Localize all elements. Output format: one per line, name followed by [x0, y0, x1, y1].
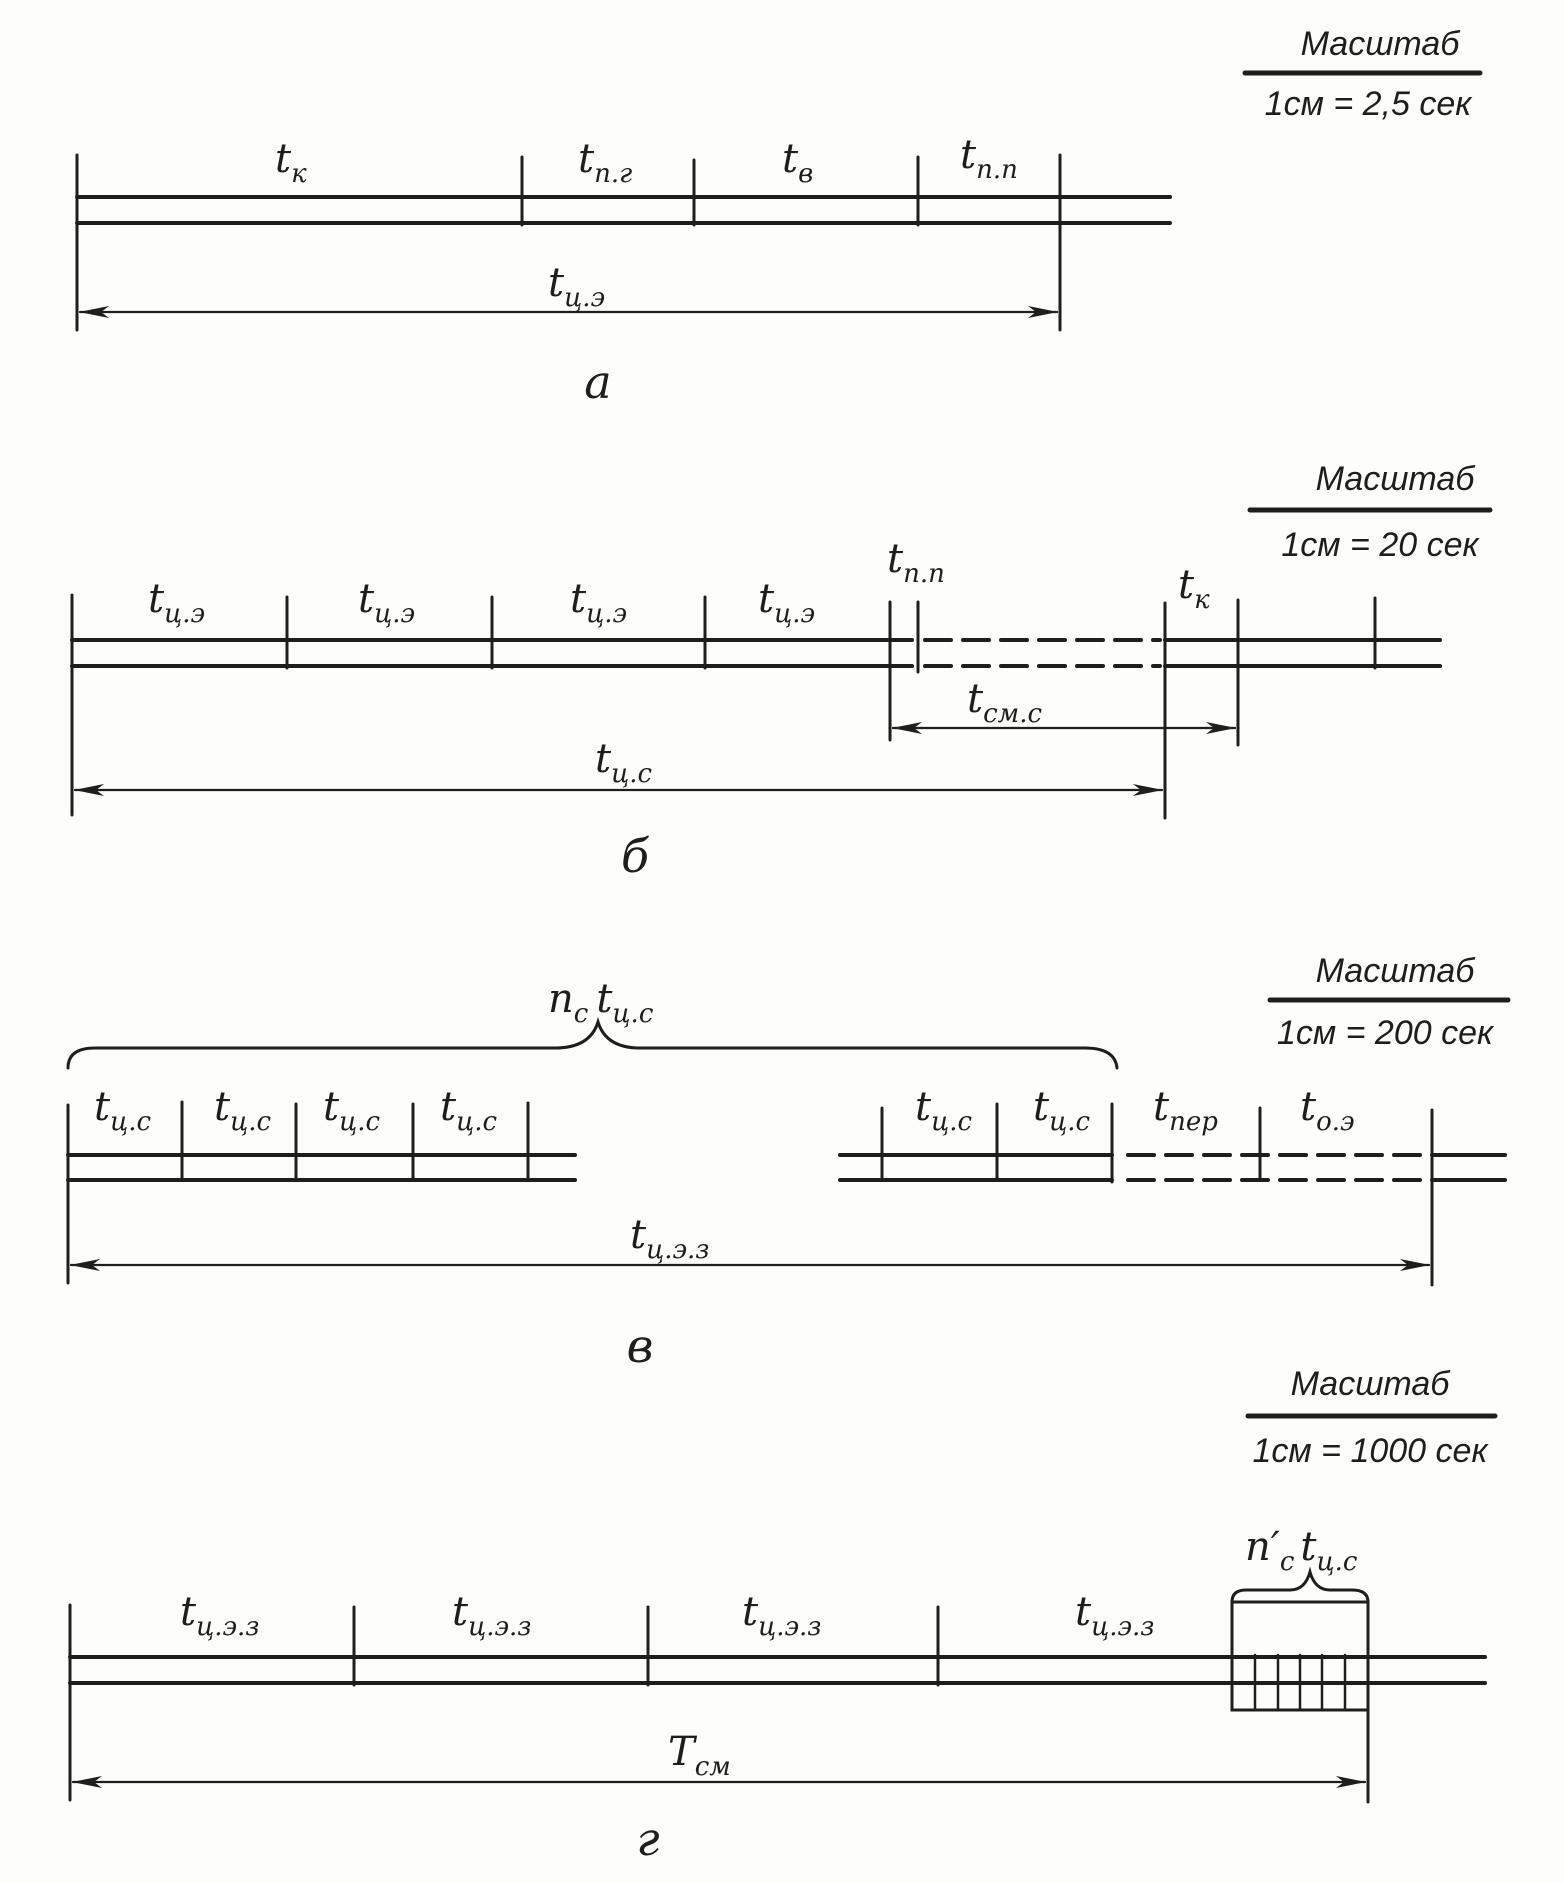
label-t-pg: tп.г — [578, 136, 632, 189]
time-bar-a — [75, 153, 1172, 332]
label-v-cc-6: tц.с — [1033, 1084, 1090, 1137]
caption-b: б — [621, 829, 650, 883]
label-v-cc-5: tц.с — [915, 1084, 972, 1137]
label-t-ce-a: tц.э — [548, 260, 605, 313]
label-v-cc-4: tц.с — [440, 1084, 497, 1137]
label-b-ce-1: tц.э — [148, 576, 205, 629]
label-t-pp-a: tп.п — [960, 132, 1018, 185]
scale-value-a: 1см = 2,5 сек — [1265, 85, 1474, 123]
scale-word-a: Масштаб — [1301, 25, 1462, 63]
label-b-cmc: tсм.с — [967, 676, 1042, 729]
panel-a: Масштаб 1см = 2,5 сек tк tп.г tв tп.п tц… — [75, 25, 1483, 409]
label-v-oe: tо.э — [1300, 1084, 1355, 1137]
time-bar-b — [70, 593, 1442, 820]
label-g-cez-1: tц.э.з — [180, 1589, 260, 1642]
scale-v: Масштаб 1см = 200 сек — [1267, 952, 1511, 1052]
label-t-k: tк — [275, 136, 307, 189]
label-b-k: tк — [1178, 562, 1210, 615]
scale-b: Масштаб 1см = 20 сек — [1247, 460, 1493, 564]
brace-g — [1230, 1566, 1370, 1604]
label-v-per: tпер — [1153, 1084, 1218, 1137]
scale-value-g: 1см = 1000 сек — [1252, 1432, 1489, 1470]
label-b-pp: tп.п — [887, 536, 945, 589]
caption-g: г — [636, 1812, 659, 1866]
caption-v: в — [627, 1319, 654, 1373]
label-b-cc: tц.с — [595, 736, 652, 789]
label-g-cez-3: tц.э.з — [742, 1589, 822, 1642]
label-g-tsm: Tсм — [668, 1729, 731, 1782]
label-v-cc-2: tц.с — [214, 1084, 271, 1137]
label-b-ce-3: tц.э — [570, 576, 627, 629]
scale-word-g: Масштаб — [1291, 1365, 1452, 1403]
scale-word-b: Масштаб — [1316, 460, 1477, 498]
label-g-cez-4: tц.э.з — [1075, 1589, 1155, 1642]
scale-value-b: 1см = 20 сек — [1281, 526, 1480, 564]
panel-b: Масштаб 1см = 20 сек tц.э tц.э tц.э tц.э… — [70, 460, 1493, 883]
label-v-cc-3: tц.с — [323, 1084, 380, 1137]
caption-a: а — [584, 355, 611, 409]
label-v-cc-1: tц.с — [94, 1084, 151, 1137]
label-t-v: tв — [782, 136, 813, 189]
label-b-ce-4: tц.э — [758, 576, 815, 629]
scale-word-v: Масштаб — [1316, 952, 1477, 990]
time-bar-v — [66, 1100, 1507, 1287]
scale-a: Масштаб 1см = 2,5 сек — [1242, 25, 1483, 123]
brace-v — [66, 1016, 1119, 1070]
label-g-cez-2: tц.э.з — [452, 1589, 532, 1642]
label-v-cez: tц.э.з — [630, 1212, 710, 1265]
label-b-ce-2: tц.э — [358, 576, 415, 629]
scale-g: Масштаб 1см = 1000 сек — [1245, 1365, 1498, 1470]
scale-value-v: 1см = 200 сек — [1277, 1014, 1495, 1052]
time-bar-g — [68, 1600, 1487, 1804]
